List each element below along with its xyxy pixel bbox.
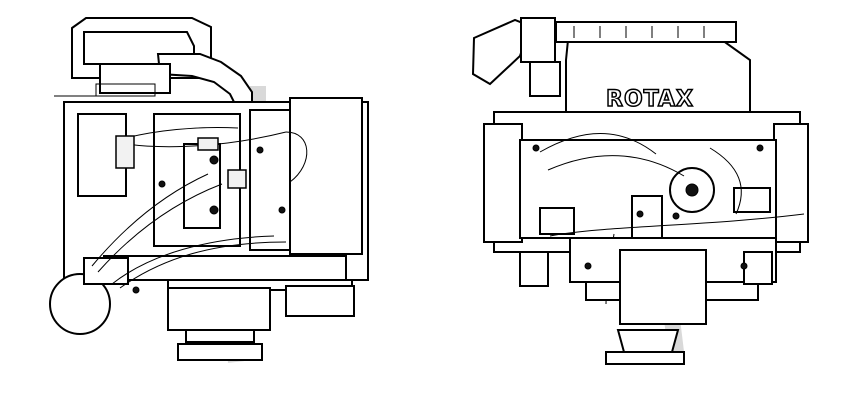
left-sensor-box bbox=[197, 137, 219, 151]
engine-side-view bbox=[49, 17, 369, 361]
right-lower-hose bbox=[549, 213, 805, 237]
left-lower-rail bbox=[103, 255, 347, 281]
right-right-cylinder bbox=[773, 123, 809, 243]
right-bolt-3 bbox=[584, 262, 592, 270]
right-valve-cover-top bbox=[555, 21, 737, 43]
left-filter-box bbox=[115, 135, 135, 169]
left-gear-cover bbox=[99, 63, 171, 94]
left-bolt-2 bbox=[209, 205, 219, 215]
left-bolt-4 bbox=[256, 146, 264, 154]
right-bolt-1 bbox=[532, 144, 540, 152]
left-pipe-lower-2 bbox=[119, 241, 287, 289]
right-hose-3 bbox=[709, 147, 742, 215]
left-side-panel bbox=[77, 113, 127, 197]
left-gearbox bbox=[167, 287, 271, 331]
left-fitting-box bbox=[227, 169, 247, 189]
right-bolt-2 bbox=[756, 144, 764, 152]
right-gear-reduction bbox=[619, 249, 707, 325]
rotax-brand-label: ROTAX bbox=[606, 87, 694, 112]
right-top-cylinder bbox=[520, 17, 556, 63]
right-left-cylinder bbox=[483, 123, 523, 243]
left-accessory-unit bbox=[285, 285, 355, 317]
right-bottom-left-unit bbox=[519, 251, 549, 287]
left-rear-plate bbox=[289, 97, 363, 255]
left-pipe-mid bbox=[91, 173, 209, 267]
right-bolt-4 bbox=[740, 262, 748, 270]
left-oil-canister bbox=[49, 273, 111, 335]
right-fan-hub bbox=[685, 183, 699, 197]
right-bottom-right-unit bbox=[743, 251, 773, 285]
left-bolt-3 bbox=[158, 180, 166, 188]
left-pipe-loop bbox=[285, 131, 308, 183]
right-center-pump bbox=[631, 195, 663, 239]
right-left-unit bbox=[539, 207, 575, 235]
left-gear-base bbox=[95, 83, 156, 97]
left-pipe-lower bbox=[111, 235, 275, 285]
right-propeller-shaft bbox=[616, 329, 680, 353]
left-canister-mount bbox=[83, 257, 129, 285]
right-bolt-6 bbox=[672, 212, 680, 220]
right-valve-lines bbox=[573, 26, 705, 38]
left-pipe-mid-2 bbox=[97, 183, 223, 273]
right-hose-1 bbox=[539, 133, 657, 155]
engine-front-view: ROTAX bbox=[471, 17, 809, 365]
right-hose-2 bbox=[547, 155, 685, 177]
left-propeller-flange bbox=[177, 343, 263, 361]
right-turbo-neck bbox=[529, 61, 561, 97]
right-propeller-flange bbox=[605, 351, 685, 365]
left-bolt-1 bbox=[209, 155, 219, 165]
left-bolt-6 bbox=[132, 286, 140, 294]
right-bolt-5 bbox=[636, 210, 644, 218]
left-bolt-5 bbox=[278, 206, 286, 214]
right-right-unit bbox=[733, 187, 771, 213]
left-gearbox-neck bbox=[185, 329, 255, 343]
